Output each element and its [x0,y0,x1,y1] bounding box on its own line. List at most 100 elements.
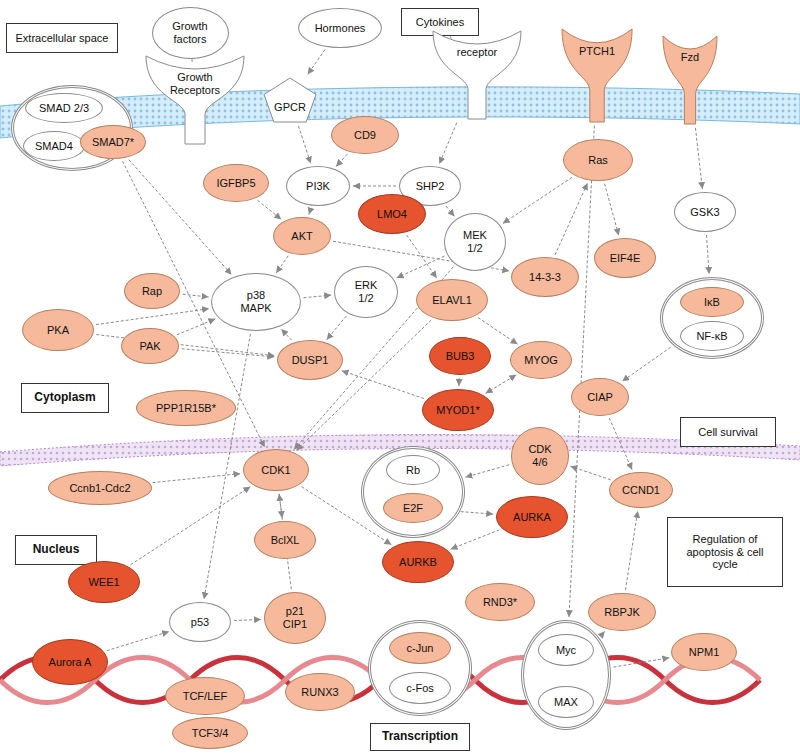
signal-connector [276,256,288,273]
receptor-symbol-shape [146,56,244,144]
protein-node: GSK3 [674,192,736,232]
region-label-box: Transcription [370,723,470,751]
node-label: Myc [556,644,576,657]
protein-node: Growth factors [152,7,229,59]
signal-connector [555,183,588,255]
node-label: AURKB [399,556,437,569]
signal-connector [258,200,282,219]
protein-node: TCF/LEF [165,677,245,715]
protein-node: Ccnb1-Cdc2 [48,471,152,505]
signal-connector [327,316,347,340]
protein-node: ERK 1/2 [334,266,398,318]
node-label: TCF/LEF [183,690,228,703]
node-label: E2F [403,502,423,515]
signal-connector [131,487,251,565]
node-label: BclXL [271,534,300,547]
node-label: PKA [47,324,69,337]
complex-outline: MycMAX [521,620,611,730]
node-label: TCF3/4 [192,727,229,740]
signal-connector [153,474,241,483]
signal-connector [569,125,594,617]
node-label: SMAD 2/3 [39,102,89,115]
complex-outline: RbE2F [361,446,465,538]
protein-node: MYOD1* [422,389,494,431]
protein-node: Myc [538,634,594,666]
node-label: DUSP1 [292,354,329,367]
node-label: Extracellular space [16,32,109,45]
protein-node: IκB [680,287,744,317]
receptor-symbol-outline [662,35,718,125]
protein-node: AKT [273,217,331,255]
signal-connector [458,378,459,386]
protein-node: RND3* [465,583,535,621]
signal-connector [478,318,518,345]
node-label: c-Fos [406,682,434,695]
signal-connector [107,631,169,650]
node-label: PI3K [306,180,330,193]
protein-node: MEK 1/2 [444,213,506,271]
signal-connector [281,329,292,340]
protein-node: ELAVL1 [416,279,488,321]
protein-node: AURKA [496,496,568,538]
node-label: RUNX3 [301,686,338,699]
signal-connector [309,208,311,214]
signal-connector [304,295,332,298]
signal-connector [234,619,261,620]
signal-connector [177,319,216,335]
signal-connector [298,126,310,164]
receptor-symbol: Growth Receptors [145,55,245,145]
node-label: RBPJK [604,606,639,619]
signal-connector [622,347,671,381]
node-label: ELAVL1 [432,294,472,307]
node-label: GPCR [274,101,306,114]
receptor-symbol: Fzd [662,35,718,125]
protein-node: PI3K [286,166,350,206]
node-label: SMAD7* [92,136,134,149]
node-label: WEE1 [88,576,119,589]
protein-node: CD9 [331,116,399,154]
node-label: receptor [457,46,497,59]
node-label: LMO4 [377,208,407,221]
signal-connector [605,184,619,236]
node-label: CDK1 [261,464,290,477]
protein-node: c-Fos [389,672,451,704]
protein-node: p53 [169,602,231,642]
complex-outline: c-Junc-Fos [368,620,472,716]
signal-connector [353,186,396,187]
node-label: IGFBP5 [216,177,255,190]
node-label: PPP1R15B* [156,402,216,415]
node-label: Rb [406,464,420,477]
node-label: AKT [291,230,312,243]
signal-connector [439,123,456,164]
node-label: NF-κB [696,330,727,343]
node-label: BUB3 [446,350,475,363]
protein-node: IGFBP5 [203,164,269,202]
protein-node: E2F [383,493,443,523]
protein-node: TCF3/4 [172,717,248,749]
node-label: Aurora A [49,656,92,669]
node-label: Hormones [315,22,366,35]
node-label: Growth Receptors [164,71,226,96]
receptor-symbol: receptor [432,30,522,120]
node-label: Nucleus [33,543,80,557]
gpcr-pentagon-outline [263,77,317,123]
receptor-symbol-shape [433,31,521,119]
protein-node: CDK1 [243,449,309,491]
node-label: MYOG [524,354,558,367]
protein-node: RBPJK [588,593,656,631]
protein-node: Aurora A [32,639,108,685]
protein-node: AURKB [382,541,454,583]
region-label-box: Nucleus [15,535,97,565]
protein-node: NPM1 [671,633,737,671]
protein-node: PPP1R15B* [136,390,236,426]
protein-node: NF-κB [680,321,744,351]
complex-outline: IκB NF-κB [660,277,764,359]
protein-node: CIAP [571,378,629,416]
protein-node: SMAD7* [80,125,147,159]
signal-connector [503,177,572,223]
signal-connector [486,375,517,393]
protein-node: DUSP1 [277,340,343,380]
gpcr-pentagon: GPCR [263,77,317,123]
protein-node: SMAD 2/3 [25,93,102,123]
node-label: Cytoplasm [34,391,95,405]
